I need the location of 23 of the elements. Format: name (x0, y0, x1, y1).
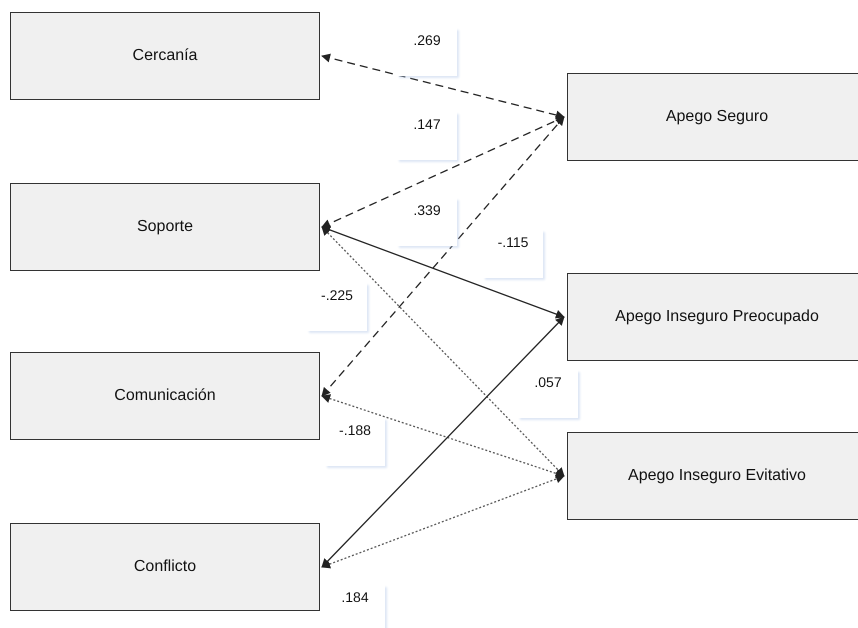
arrow (321, 54, 565, 120)
edge-label: .147 (397, 112, 457, 160)
arrow (321, 116, 565, 228)
edge-label: .339 (397, 198, 457, 246)
arrow (321, 316, 565, 568)
variable-box: Cercanía (10, 12, 320, 100)
edge-label: .269 (397, 28, 457, 76)
edge-label: -.115 (483, 230, 543, 278)
edge-label: .057 (518, 370, 578, 418)
arrow (321, 226, 565, 477)
edge-label: -.225 (307, 283, 367, 331)
edge-label: .184 (325, 585, 385, 628)
variable-box: Apego Inseguro Evitativo (567, 432, 858, 520)
variable-box: Conflicto (10, 523, 320, 611)
edge-label: -.188 (325, 418, 385, 466)
arrow (321, 474, 565, 568)
variable-box: Apego Seguro (567, 73, 858, 161)
variable-box: Apego Inseguro Preocupado (567, 273, 858, 361)
variable-box: Comunicación (10, 352, 320, 440)
arrow (321, 116, 565, 397)
variable-box: Soporte (10, 183, 320, 271)
arrow (321, 226, 565, 318)
arrow (321, 394, 565, 478)
